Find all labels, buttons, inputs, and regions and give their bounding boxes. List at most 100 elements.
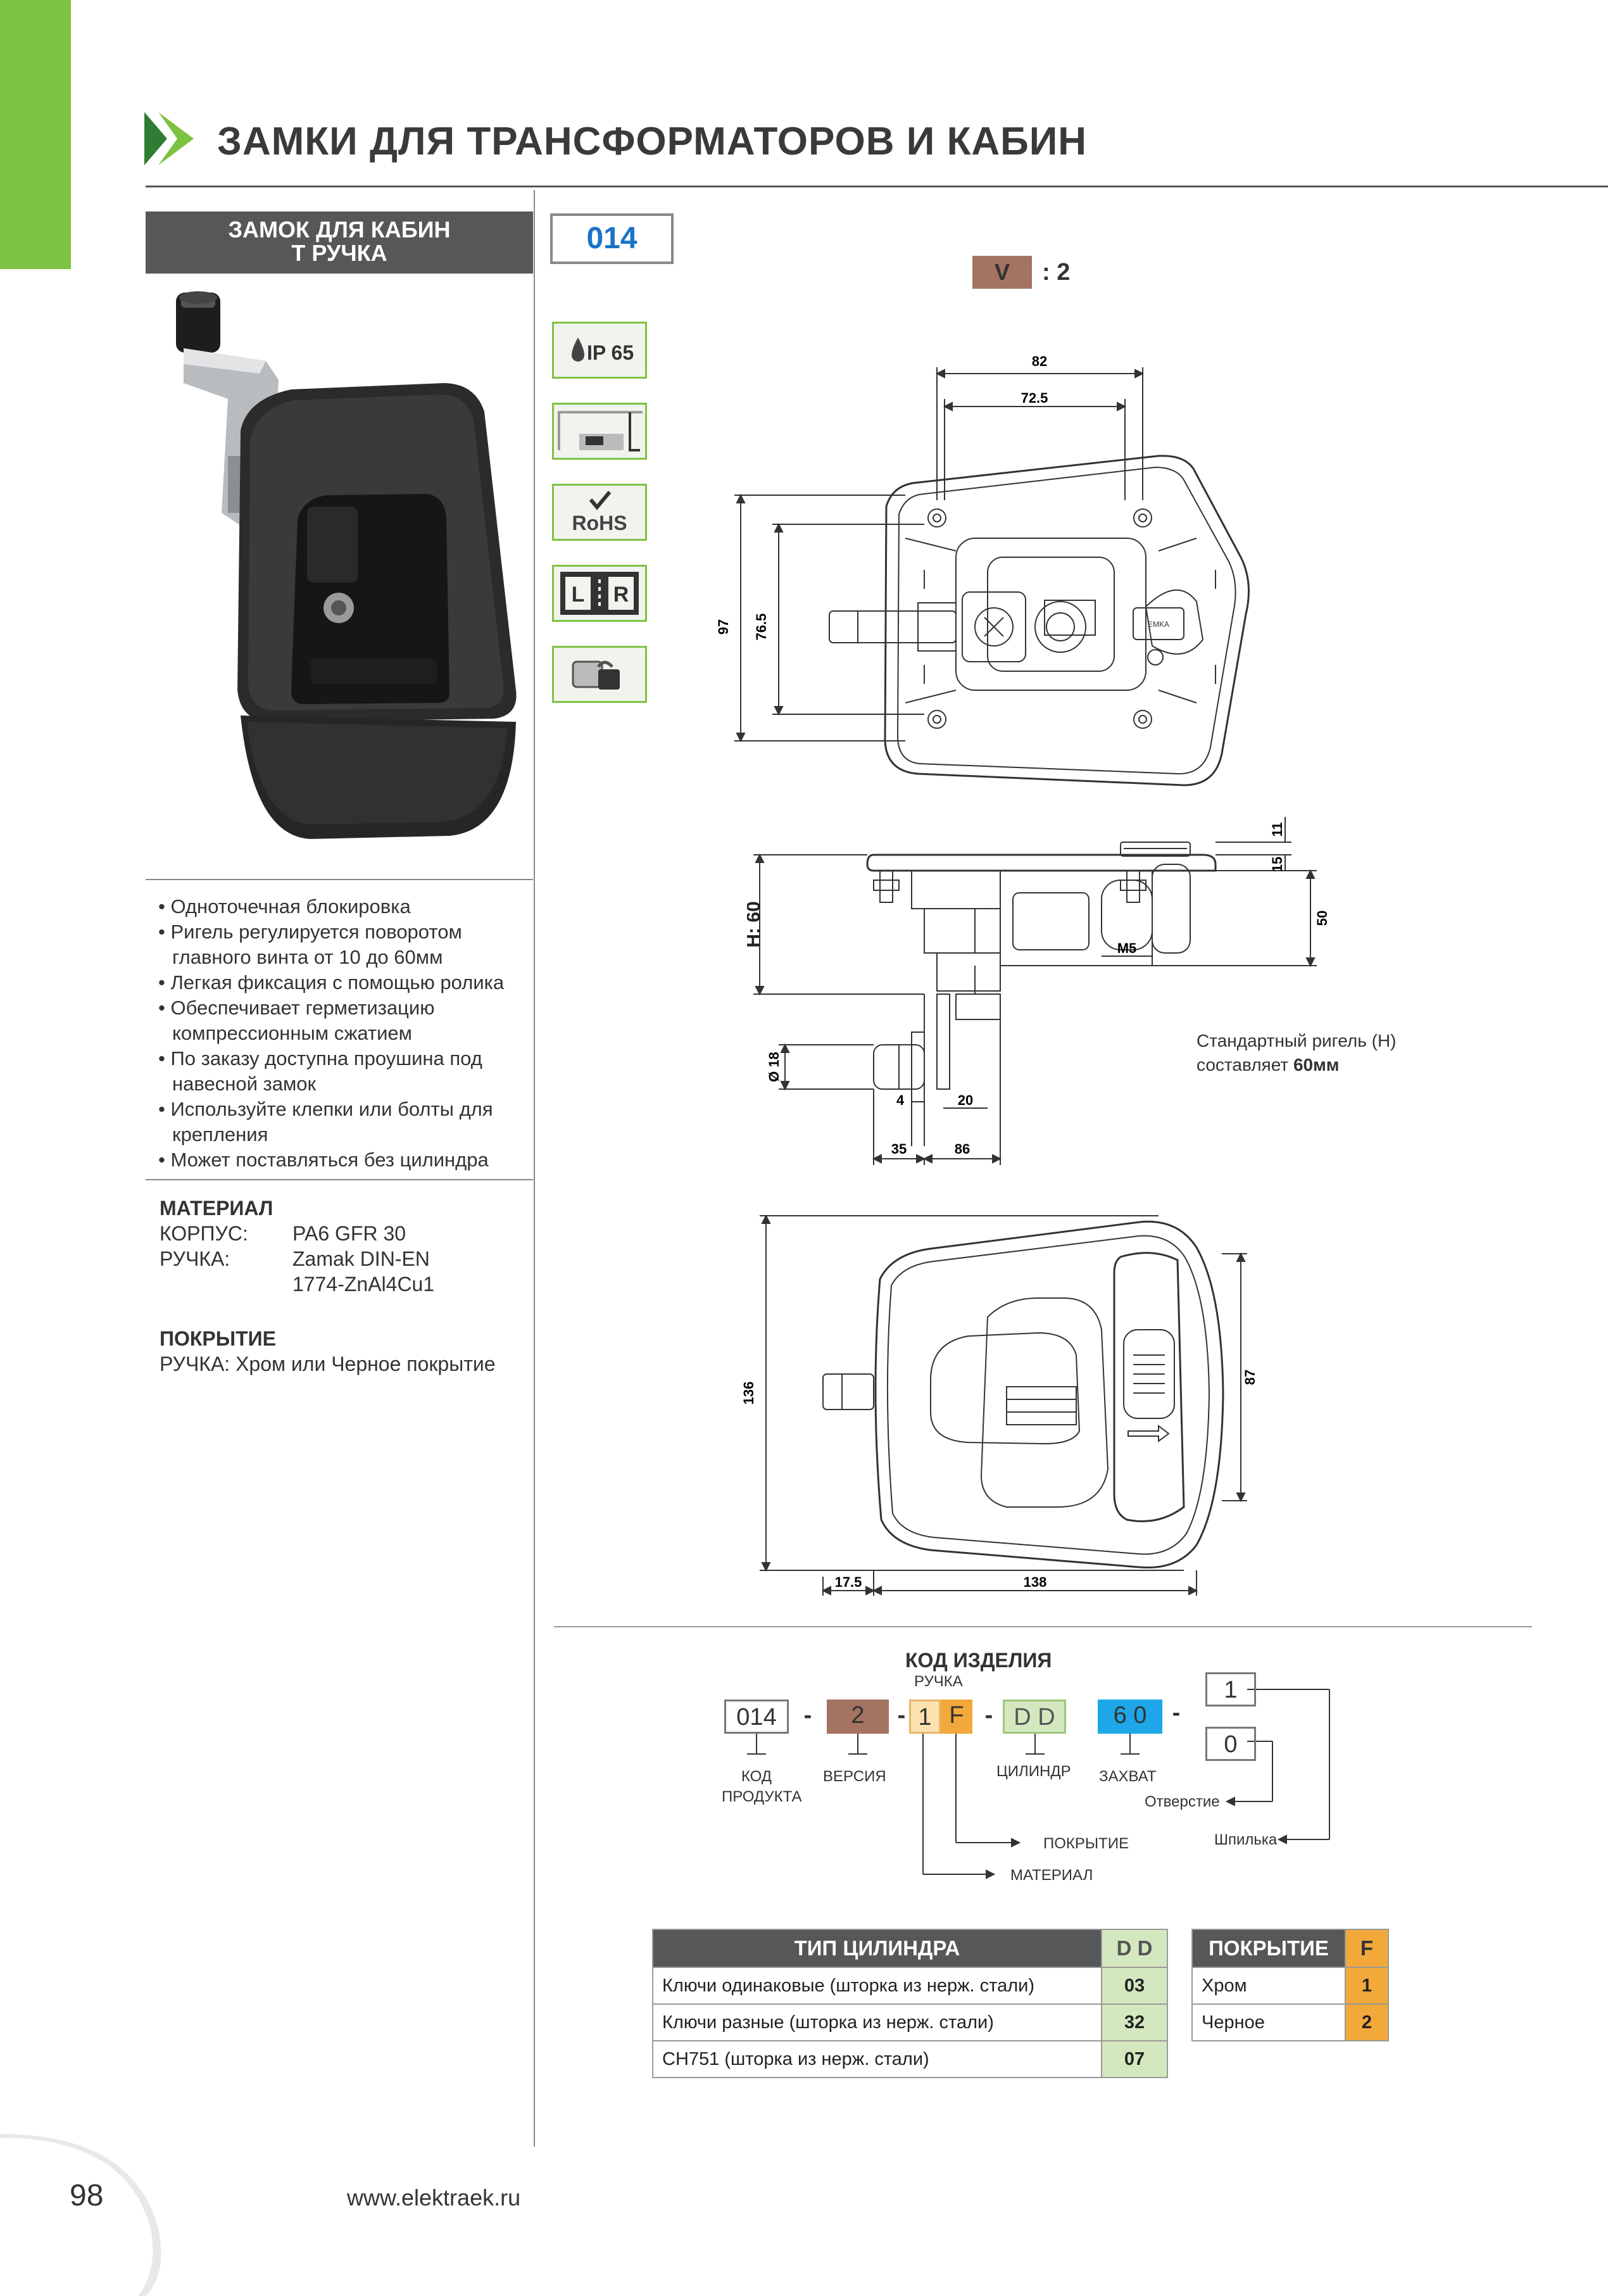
features-list: • Одноточечная блокировка • Ригель регул… [158, 894, 532, 1173]
code-box-cylinder: D D [1003, 1700, 1066, 1734]
coating-table: ПОКРЫТИЕ F Хром 1 Черное 2 [1191, 1929, 1389, 2041]
table-row: Ключи разные (шторка из нерж. стали) 32 [652, 2003, 1168, 2041]
column-divider [534, 190, 535, 2147]
cylinder-row-label: Ключи одинаковые (шторка из нерж. стали) [652, 1967, 1102, 2005]
body-value: PA6 GFR 30 [292, 1222, 406, 1245]
code-box-grip: 6 0 [1098, 1700, 1162, 1734]
dim-label: M5 [1117, 940, 1137, 956]
dim-label: 50 [1314, 911, 1330, 926]
table-row: Хром 1 [1191, 1967, 1389, 2005]
dim-label: 97 [715, 619, 731, 634]
dim-label: 86 [955, 1141, 970, 1157]
handle-value-1: Zamak DIN-EN [292, 1247, 430, 1270]
header-rule [146, 186, 1608, 187]
code-box-version: 2 [827, 1700, 889, 1734]
rohs-icon: RoHS [552, 484, 647, 541]
dim-label: 35 [891, 1141, 907, 1157]
svg-text:L: L [572, 583, 585, 607]
code-dash: - [803, 1702, 812, 1729]
dim-label: 138 [1024, 1574, 1047, 1590]
body-label: КОРПУС: [160, 1222, 248, 1245]
label-stud: Шпилька [1214, 1831, 1278, 1848]
dim-label: 87 [1242, 1370, 1258, 1385]
separator-2 [146, 1179, 533, 1180]
coating-section: ПОКРЫТИЕ РУЧКА: Хром или Черное покрытие [160, 1326, 527, 1377]
coating-heading: ПОКРЫТИЕ [160, 1327, 276, 1350]
product-photo [176, 291, 517, 839]
drawing-side-view: H: 60 11 15 50 M5 Ø 18 4 20 35 86 [747, 817, 1330, 1165]
code-dash: - [1172, 1700, 1181, 1726]
feature-item: • Обеспечивает герметизацию компрессионн… [158, 997, 435, 1044]
handle-label: РУЧКА: [160, 1247, 230, 1270]
bolt-note: Стандартный ригель (H) составляет 60мм [1197, 1029, 1397, 1077]
cylinder-row-label: Ключи разные (шторка из нерж. стали) [652, 2003, 1102, 2041]
material-heading: МАТЕРИАЛ [160, 1197, 273, 1220]
dim-label: 136 [741, 1382, 757, 1405]
label-grip: ЗАХВАТ [1099, 1768, 1157, 1785]
table-row: Черное 2 [1191, 2003, 1389, 2041]
mounting-icon [552, 403, 647, 460]
label-version: ВЕРСИЯ [823, 1768, 886, 1785]
dim-label: 20 [958, 1092, 973, 1108]
version-badge: V [972, 256, 1032, 289]
cylinder-row-label: CH751 (шторка из нерж. стали) [652, 2040, 1102, 2078]
product-code-box: 014 [550, 213, 674, 264]
label-code-line1: КОД [741, 1768, 772, 1785]
svg-text:EMKA: EMKA [1148, 620, 1169, 629]
coating-row-code: 1 [1345, 1967, 1389, 2005]
handle-value-2: 1774-ZnAl4Cu1 [292, 1273, 435, 1296]
code-box-option-0: 0 [1205, 1727, 1256, 1761]
code-box-coating: F [941, 1700, 972, 1734]
coating-row-code: 2 [1345, 2003, 1389, 2041]
material-section: МАТЕРИАЛ КОРПУС: PA6 GFR 30 РУЧКА: Zamak… [160, 1195, 527, 1297]
dim-label: 4 [896, 1092, 905, 1108]
feature-item: • По заказу доступна проушина под навесн… [158, 1047, 482, 1095]
code-box-option-1: 1 [1205, 1672, 1256, 1706]
code-box-product: 014 [724, 1700, 789, 1734]
rohs-label: RoHS [572, 512, 627, 534]
dim-label: 82 [1032, 353, 1047, 369]
cylinder-row-code: 07 [1101, 2040, 1168, 2078]
label-coating: ПОКРЫТИЕ [1043, 1835, 1129, 1852]
cylinder-table-code-header: D D [1101, 1929, 1168, 1968]
coating-table-code-header: F [1345, 1929, 1389, 1968]
page-number: 98 [70, 2179, 104, 2212]
drawing-top-view: EMKA 82 72.5 97 76.5 [715, 353, 1250, 786]
note-prefix: составляет [1197, 1055, 1293, 1075]
ruchka-label: РУЧКА [914, 1673, 963, 1690]
dim-label: 15 [1269, 857, 1285, 872]
feature-item: • Может поставляться без цилиндра [158, 1149, 489, 1171]
left-right-icon: L R [552, 565, 647, 622]
product-name-box: ЗАМОК ДЛЯ КАБИН Т РУЧКА [146, 211, 533, 274]
order-code-connectors [747, 1689, 1330, 1879]
feature-item: • Используйте клепки или болты для крепл… [158, 1098, 493, 1145]
table-row: Ключи одинаковые (шторка из нерж. стали)… [652, 1967, 1168, 2005]
note-line2: составляет 60мм [1197, 1053, 1397, 1077]
footer-url[interactable]: www.elektraek.ru [347, 2185, 521, 2211]
dim-label: 17.5 [835, 1574, 862, 1590]
page-title: ЗАМКИ ДЛЯ ТРАНСФОРМАТОРОВ И КАБИН [217, 120, 1088, 163]
table-row: CH751 (шторка из нерж. стали) 07 [652, 2040, 1168, 2078]
green-tab [0, 0, 71, 269]
svg-text:R: R [613, 583, 629, 607]
note-bold: 60мм [1293, 1055, 1340, 1075]
padlock-icon [552, 646, 647, 703]
page-corner-curl [0, 2134, 161, 2296]
ip65-label: IP 65 [587, 341, 634, 364]
cylinder-row-code: 03 [1101, 1967, 1168, 2005]
dim-label: 72.5 [1021, 390, 1048, 406]
separator-1 [146, 879, 533, 880]
code-dash: - [984, 1702, 993, 1729]
dim-label: Ø 18 [766, 1052, 782, 1082]
label-product-code: КОД ПРОДУКТА [722, 1767, 802, 1807]
arrow-logo-icon [144, 112, 194, 165]
coating-row-label: Черное [1191, 2003, 1346, 2041]
coating-text: РУЧКА: Хром или Черное покрытие [160, 1353, 496, 1375]
version-value: : 2 [1042, 259, 1071, 286]
dim-label: H: 60 [747, 901, 764, 947]
label-hole: Отверстие [1145, 1793, 1220, 1810]
cylinder-table-header: ТИП ЦИЛИНДРА [652, 1929, 1102, 1968]
code-dash: - [897, 1702, 906, 1729]
label-cylinder: ЦИЛИНДР [996, 1763, 1071, 1780]
order-code-heading: КОД ИЗДЕЛИЯ [905, 1649, 1052, 1672]
